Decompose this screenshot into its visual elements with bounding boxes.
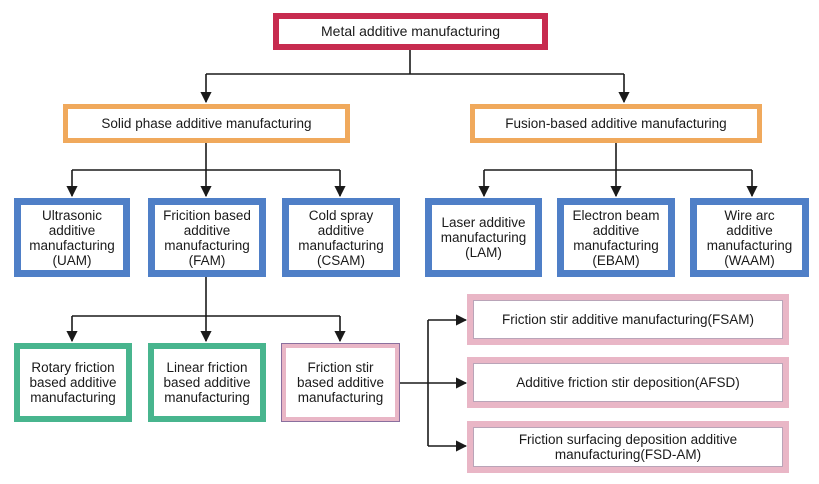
afsd-node: Additive friction stir deposition(AFSD) xyxy=(467,357,789,408)
node-label: Metal additive manufacturing xyxy=(321,23,500,39)
node-label: Additive friction stir deposition(AFSD) xyxy=(516,375,740,390)
fusion-based-node: Fusion-based additive manufacturing xyxy=(470,104,762,143)
fsd-am-node: Friction surfacing deposition additive m… xyxy=(467,421,789,473)
solid-phase-node: Solid phase additive manufacturing xyxy=(63,104,350,143)
fam-node: Fricition based additive manufacturing (… xyxy=(148,198,266,277)
node-label: Electron beam additive manufacturing (EB… xyxy=(572,207,660,268)
node-label: Friction stir based additive manufacturi… xyxy=(296,360,385,405)
node-label: Friction surfacing deposition additive m… xyxy=(518,432,738,462)
lam-node: Laser additive manufacturing (LAM) xyxy=(425,198,542,277)
waam-node: Wire arc additive manufacturing (WAAM) xyxy=(690,198,809,277)
node-label: Solid phase additive manufacturing xyxy=(101,116,312,131)
node-label: Fusion-based additive manufacturing xyxy=(505,116,727,131)
friction-stir-node: Friction stir based additive manufacturi… xyxy=(281,343,400,422)
node-label: Wire arc additive manufacturing (WAAM) xyxy=(706,207,793,268)
fsam-node: Friction stir additive manufacturing(FSA… xyxy=(467,294,789,345)
metal-additive-manufacturing-node: Metal additive manufacturing xyxy=(273,13,548,50)
rotary-friction-node: Rotary friction based additive manufactu… xyxy=(14,343,132,422)
node-label: Friction stir additive manufacturing(FSA… xyxy=(501,312,755,327)
ebam-node: Electron beam additive manufacturing (EB… xyxy=(557,198,675,277)
csam-node: Cold spray additive manufacturing (CSAM) xyxy=(282,198,400,277)
node-label: Cold spray additive manufacturing (CSAM) xyxy=(298,207,384,268)
node-label: Laser additive manufacturing (LAM) xyxy=(440,215,527,260)
node-label: Linear friction based additive manufactu… xyxy=(163,360,251,405)
uam-node: Ultrasonic additive manufacturing (UAM) xyxy=(14,198,130,277)
linear-friction-node: Linear friction based additive manufactu… xyxy=(148,343,266,422)
node-label: Ultrasonic additive manufacturing (UAM) xyxy=(29,207,115,268)
node-label: Fricition based additive manufacturing (… xyxy=(163,207,251,268)
node-label: Rotary friction based additive manufactu… xyxy=(29,360,117,405)
